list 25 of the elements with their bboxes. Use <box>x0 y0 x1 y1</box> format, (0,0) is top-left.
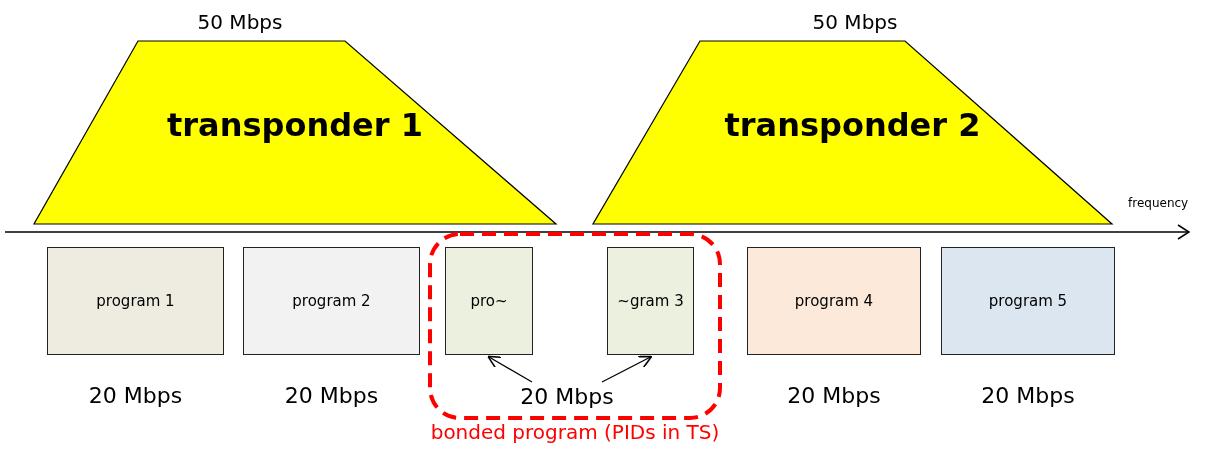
transponder-label: transponder 1 <box>167 106 423 144</box>
arrow <box>601 355 653 383</box>
bitrate-text: 50 Mbps <box>812 10 898 34</box>
program-box <box>747 247 921 355</box>
program-box <box>47 247 224 355</box>
program-label: ~gram 3 <box>617 292 684 310</box>
axis-label: frequency <box>1128 196 1189 210</box>
bitrate-text: 20 Mbps <box>284 382 379 408</box>
program-label: program 5 <box>988 292 1068 310</box>
bitrate-text: 20 Mbps <box>981 382 1075 408</box>
program-box <box>607 247 694 355</box>
bitrate-text: 50 Mbps <box>197 10 283 34</box>
program-label: pro~ <box>470 292 508 310</box>
bitrate-text: 20 Mbps <box>787 382 881 408</box>
program-label: program 2 <box>292 292 371 310</box>
program-label: program 4 <box>794 292 874 310</box>
transponder-label: transponder 2 <box>724 106 981 144</box>
arrow <box>487 355 533 383</box>
program-box <box>445 247 533 355</box>
bitrate-text: 20 Mbps <box>520 383 614 409</box>
group-caption: bonded program (PIDs in TS) <box>430 420 720 444</box>
program-label: program 1 <box>96 292 175 310</box>
program-box <box>243 247 420 355</box>
bitrate-text: 20 Mbps <box>88 382 183 408</box>
program-box <box>941 247 1115 355</box>
